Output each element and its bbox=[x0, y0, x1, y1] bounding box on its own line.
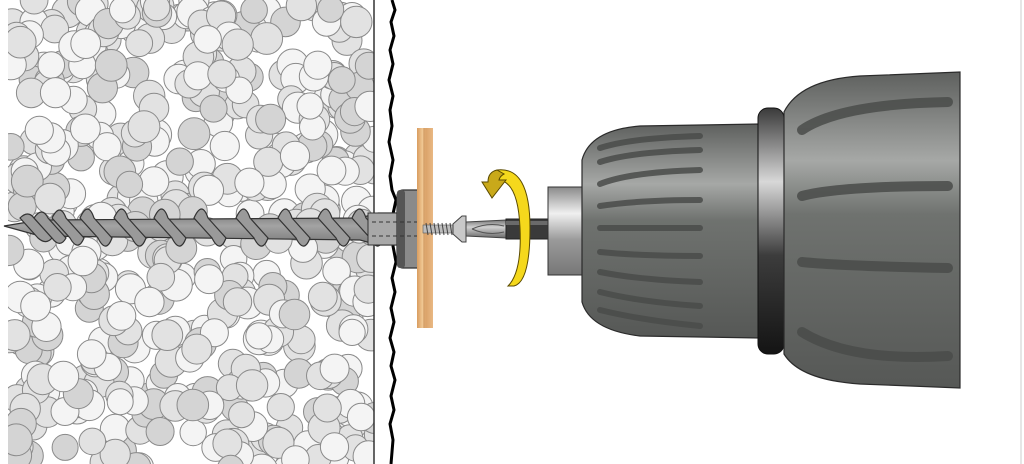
front-sleeve-grooves bbox=[597, 133, 703, 329]
helical-insulation-anchor bbox=[3, 208, 401, 247]
insulation-layer bbox=[8, 0, 374, 464]
anchor-head-washer bbox=[396, 189, 424, 269]
screw bbox=[422, 215, 467, 243]
screwdriver-bit bbox=[465, 218, 551, 240]
drill-chuck bbox=[547, 71, 961, 389]
rotation-arrow-icon bbox=[481, 169, 531, 287]
rear-body-grooves bbox=[797, 97, 953, 362]
